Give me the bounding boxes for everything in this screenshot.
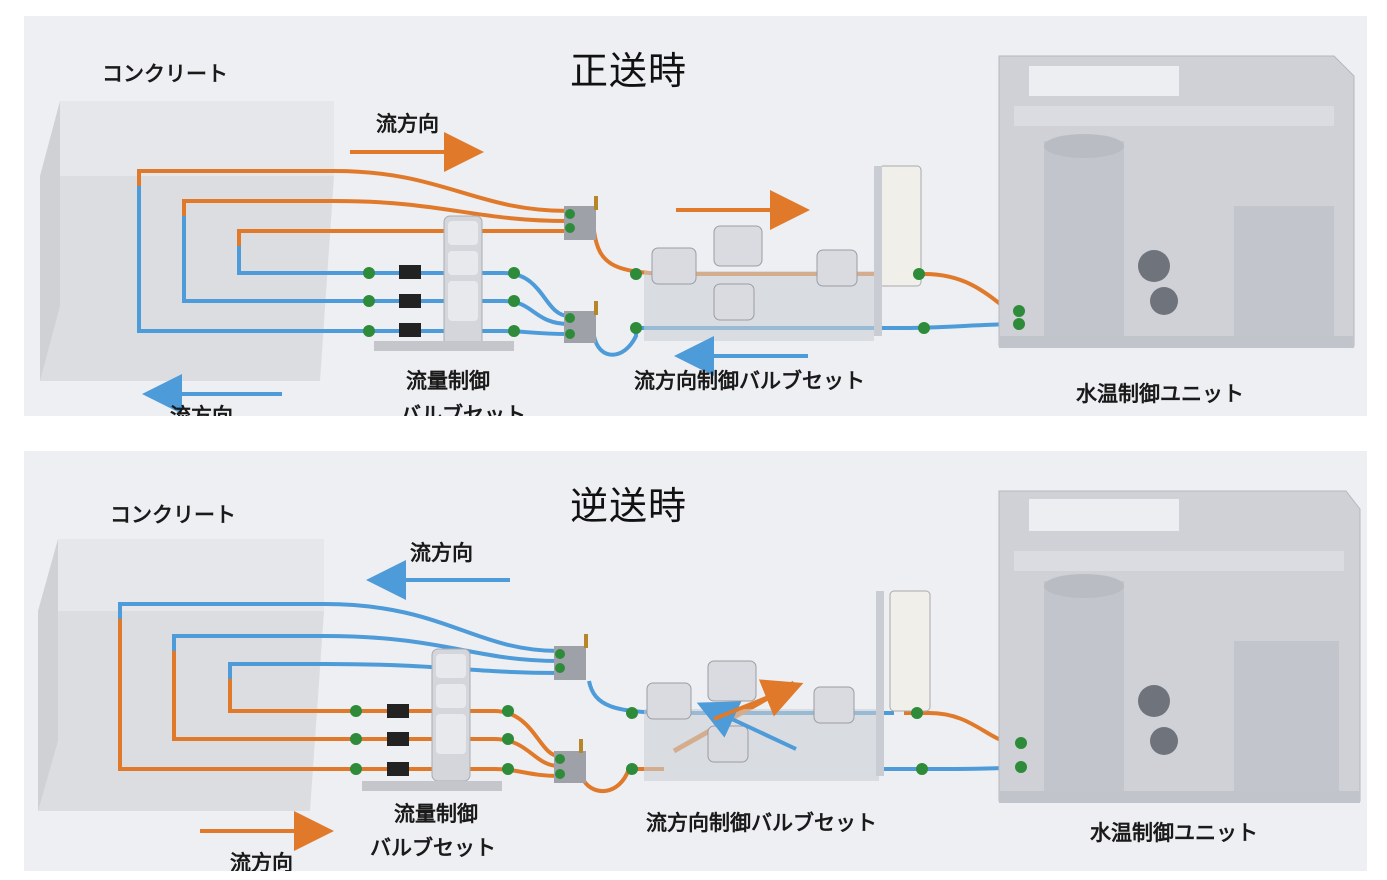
flow-direction-label-top: 流方向 xyxy=(376,112,439,136)
flow-valve-set-line1: 流量制御 xyxy=(394,802,478,826)
return-pipes xyxy=(364,271,1184,357)
flow-valve-set-label: 流量制御 バルブセット xyxy=(370,797,496,865)
forward-flow-panel: 正送時 コンクリート 流方向 流方向 流量制御 バルブセット 流方向制御バルブセ… xyxy=(24,16,1367,416)
panel-title: 正送時 xyxy=(570,49,688,93)
water-temp-unit-label: 水温制御ユニット xyxy=(1090,821,1258,845)
concrete-label: コンクリート xyxy=(110,503,236,527)
water-temperature-unit xyxy=(998,490,1361,803)
panel-title: 逆送時 xyxy=(570,484,688,528)
pipe-couplers xyxy=(350,705,1027,775)
manifold xyxy=(564,196,598,343)
direction-valve-set-label: 流方向制御バルブセット xyxy=(646,811,877,835)
concrete-label: コンクリート xyxy=(102,62,228,86)
concrete-slab xyxy=(38,539,324,811)
water-temperature-unit xyxy=(998,55,1355,348)
flow-control-valve-set xyxy=(362,648,502,791)
flow-valve-set-line1: 流量制御 xyxy=(406,369,490,393)
reverse-flow-diagram xyxy=(38,490,1361,851)
direction-control-valve-set xyxy=(644,165,922,341)
flow-arrow-return xyxy=(713,679,804,721)
flow-direction-label-bottom: 流方向 xyxy=(230,851,293,871)
direction-valve-set-label: 流方向制御バルブセット xyxy=(634,369,865,393)
flow-valve-set-line2: バルブセット xyxy=(370,836,496,860)
flow-direction-label-bottom: 流方向 xyxy=(170,404,233,416)
forward-flow-diagram xyxy=(40,55,1355,414)
pipe-couplers xyxy=(363,267,1025,337)
direction-control-valve-set xyxy=(644,590,931,781)
embedded-pipe-loops xyxy=(118,602,354,771)
flow-arrow-middle xyxy=(696,701,797,751)
manifold xyxy=(554,634,588,783)
flow-valve-set-label: 流量制御 バルブセット xyxy=(400,364,526,416)
flow-control-valve-set xyxy=(374,215,514,351)
reverse-flow-panel: 逆送時 コンクリート 流方向 流方向 流量制御 バルブセット 流方向制御バルブセ… xyxy=(24,451,1367,871)
flow-valve-set-line2: バルブセット xyxy=(400,403,526,416)
water-temp-unit-label: 水温制御ユニット xyxy=(1076,382,1244,406)
embedded-pipe-loops xyxy=(137,169,364,333)
concrete-slab xyxy=(40,101,334,381)
flow-direction-label-top: 流方向 xyxy=(410,541,473,565)
